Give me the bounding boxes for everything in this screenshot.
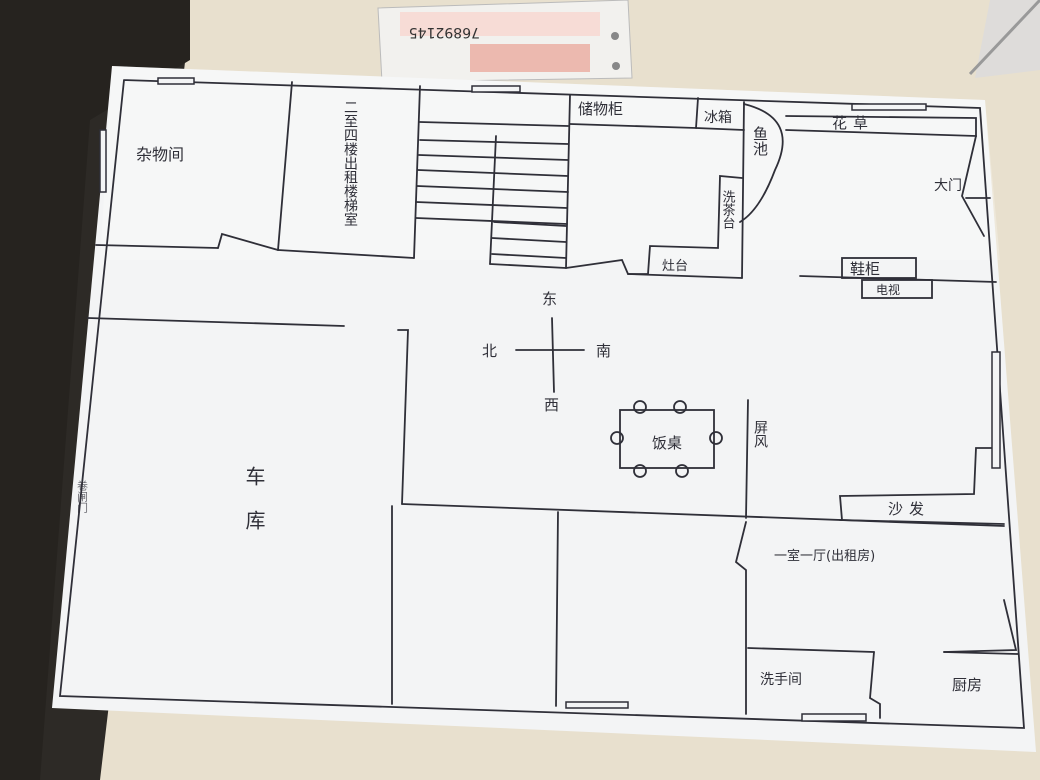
outer-wall <box>59 79 1025 729</box>
receipt: 76892145 <box>377 0 633 83</box>
label-front-door: 大门 <box>934 178 962 194</box>
label-storage-room: 杂物间 <box>136 145 184 164</box>
label-fridge: 冰箱 <box>704 110 732 126</box>
label-screen: 屏风 <box>752 420 768 449</box>
label-dining-table: 饭桌 <box>652 434 682 452</box>
compass-south: 南 <box>596 342 611 360</box>
label-tea-table: 洗茶台 <box>720 190 736 229</box>
label-kitchen: 厨房 <box>952 676 982 694</box>
label-tv: 电视 <box>876 282 900 297</box>
dining-table-shape <box>619 409 715 469</box>
svg-text:二至四楼出租楼梯室: 二至四楼出租楼梯室 <box>342 100 358 226</box>
paper-highlight <box>100 66 1000 260</box>
label-garage-door: 卷闸门 <box>76 479 89 514</box>
staircase <box>415 121 569 269</box>
label-cabinet: 储物柜 <box>578 100 623 118</box>
windows <box>99 77 1001 722</box>
paper-sheet <box>52 66 1036 752</box>
label-rental-unit: 一室一厅(出租房) <box>774 548 875 564</box>
receipt-number: 76892145 <box>409 24 480 40</box>
compass-north: 北 <box>482 342 497 360</box>
label-stair-room: 二至四楼出租楼梯室 <box>342 100 358 226</box>
label-stove: 灶台 <box>662 259 688 274</box>
label-washroom: 洗手间 <box>760 672 802 688</box>
label-fish-pond: 鱼池 <box>751 125 769 156</box>
book-spine <box>968 0 1040 76</box>
compass-east: 东 <box>542 290 557 308</box>
book-edge <box>975 0 1040 78</box>
label-garage: 车库 <box>242 466 266 554</box>
label-flower: 花草 <box>832 114 874 132</box>
shadow-area <box>0 0 190 780</box>
label-sofa: 沙发 <box>888 500 930 518</box>
floor-plan <box>59 79 1025 729</box>
label-shoe-cabinet: 鞋柜 <box>850 260 880 278</box>
compass-west: 西 <box>544 396 559 414</box>
